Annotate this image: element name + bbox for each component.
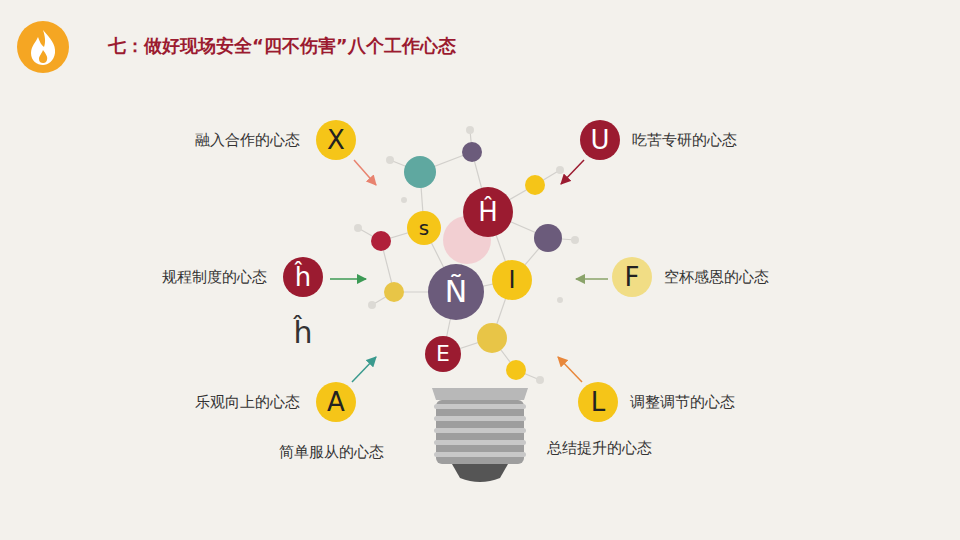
icon-letter: I [492, 260, 532, 300]
mindset-label: 简单服从的心态 [279, 443, 384, 461]
mindset-label: 吃苦专研的心态 [632, 131, 737, 149]
bulb-base [432, 388, 528, 482]
icon-letter: s [407, 211, 441, 245]
slide-title: 七：做好现场安全“四不伤害”八个工作心态 [108, 35, 456, 57]
mindset-label: 融入合作的心态 [195, 131, 300, 149]
bulb-circle: s [407, 211, 441, 245]
icon-letter: ĥ [293, 315, 312, 351]
icon-letter: Ñ [428, 264, 484, 320]
icon-letter: A [316, 382, 356, 422]
bulb-dots [371, 142, 562, 380]
bulb-circle: I [492, 260, 532, 300]
mindset-label: 调整调节的心态 [630, 393, 735, 411]
network-dots [354, 126, 579, 384]
icon-letter: L [578, 382, 618, 422]
icon-letter: E [425, 336, 461, 372]
mindset-circle: U吃苦专研的心态 [580, 120, 620, 160]
mindset-label: 规程制度的心态 [162, 268, 267, 286]
mindset-circle: ĥ规程制度的心态 [283, 257, 323, 297]
mindset-label: 总结提升的心态 [547, 439, 652, 457]
bulb-circle: Ñ [428, 264, 484, 320]
leader-arrows [330, 160, 608, 382]
icon-letter: F [612, 257, 652, 297]
bulb-circle: E [425, 336, 461, 372]
mindset-circle: A乐观向上的心态 [316, 382, 356, 422]
icon-letter: U [580, 120, 620, 160]
icon-letter: ĥ [283, 257, 323, 297]
network-lines [358, 130, 575, 380]
mindset-label: 乐观向上的心态 [195, 393, 300, 411]
flame-icon [17, 21, 69, 73]
mindset-circle: F空杯感恩的心态 [612, 257, 652, 297]
mindset-circle: X融入合作的心态 [316, 120, 356, 160]
bulb-circle: Ĥ [463, 187, 513, 237]
icon-letter: Ĥ [463, 187, 513, 237]
icon-letter: X [316, 120, 356, 160]
mindset-label: 空杯感恩的心态 [664, 268, 769, 286]
mindset-circle: L调整调节的心态 [578, 382, 618, 422]
